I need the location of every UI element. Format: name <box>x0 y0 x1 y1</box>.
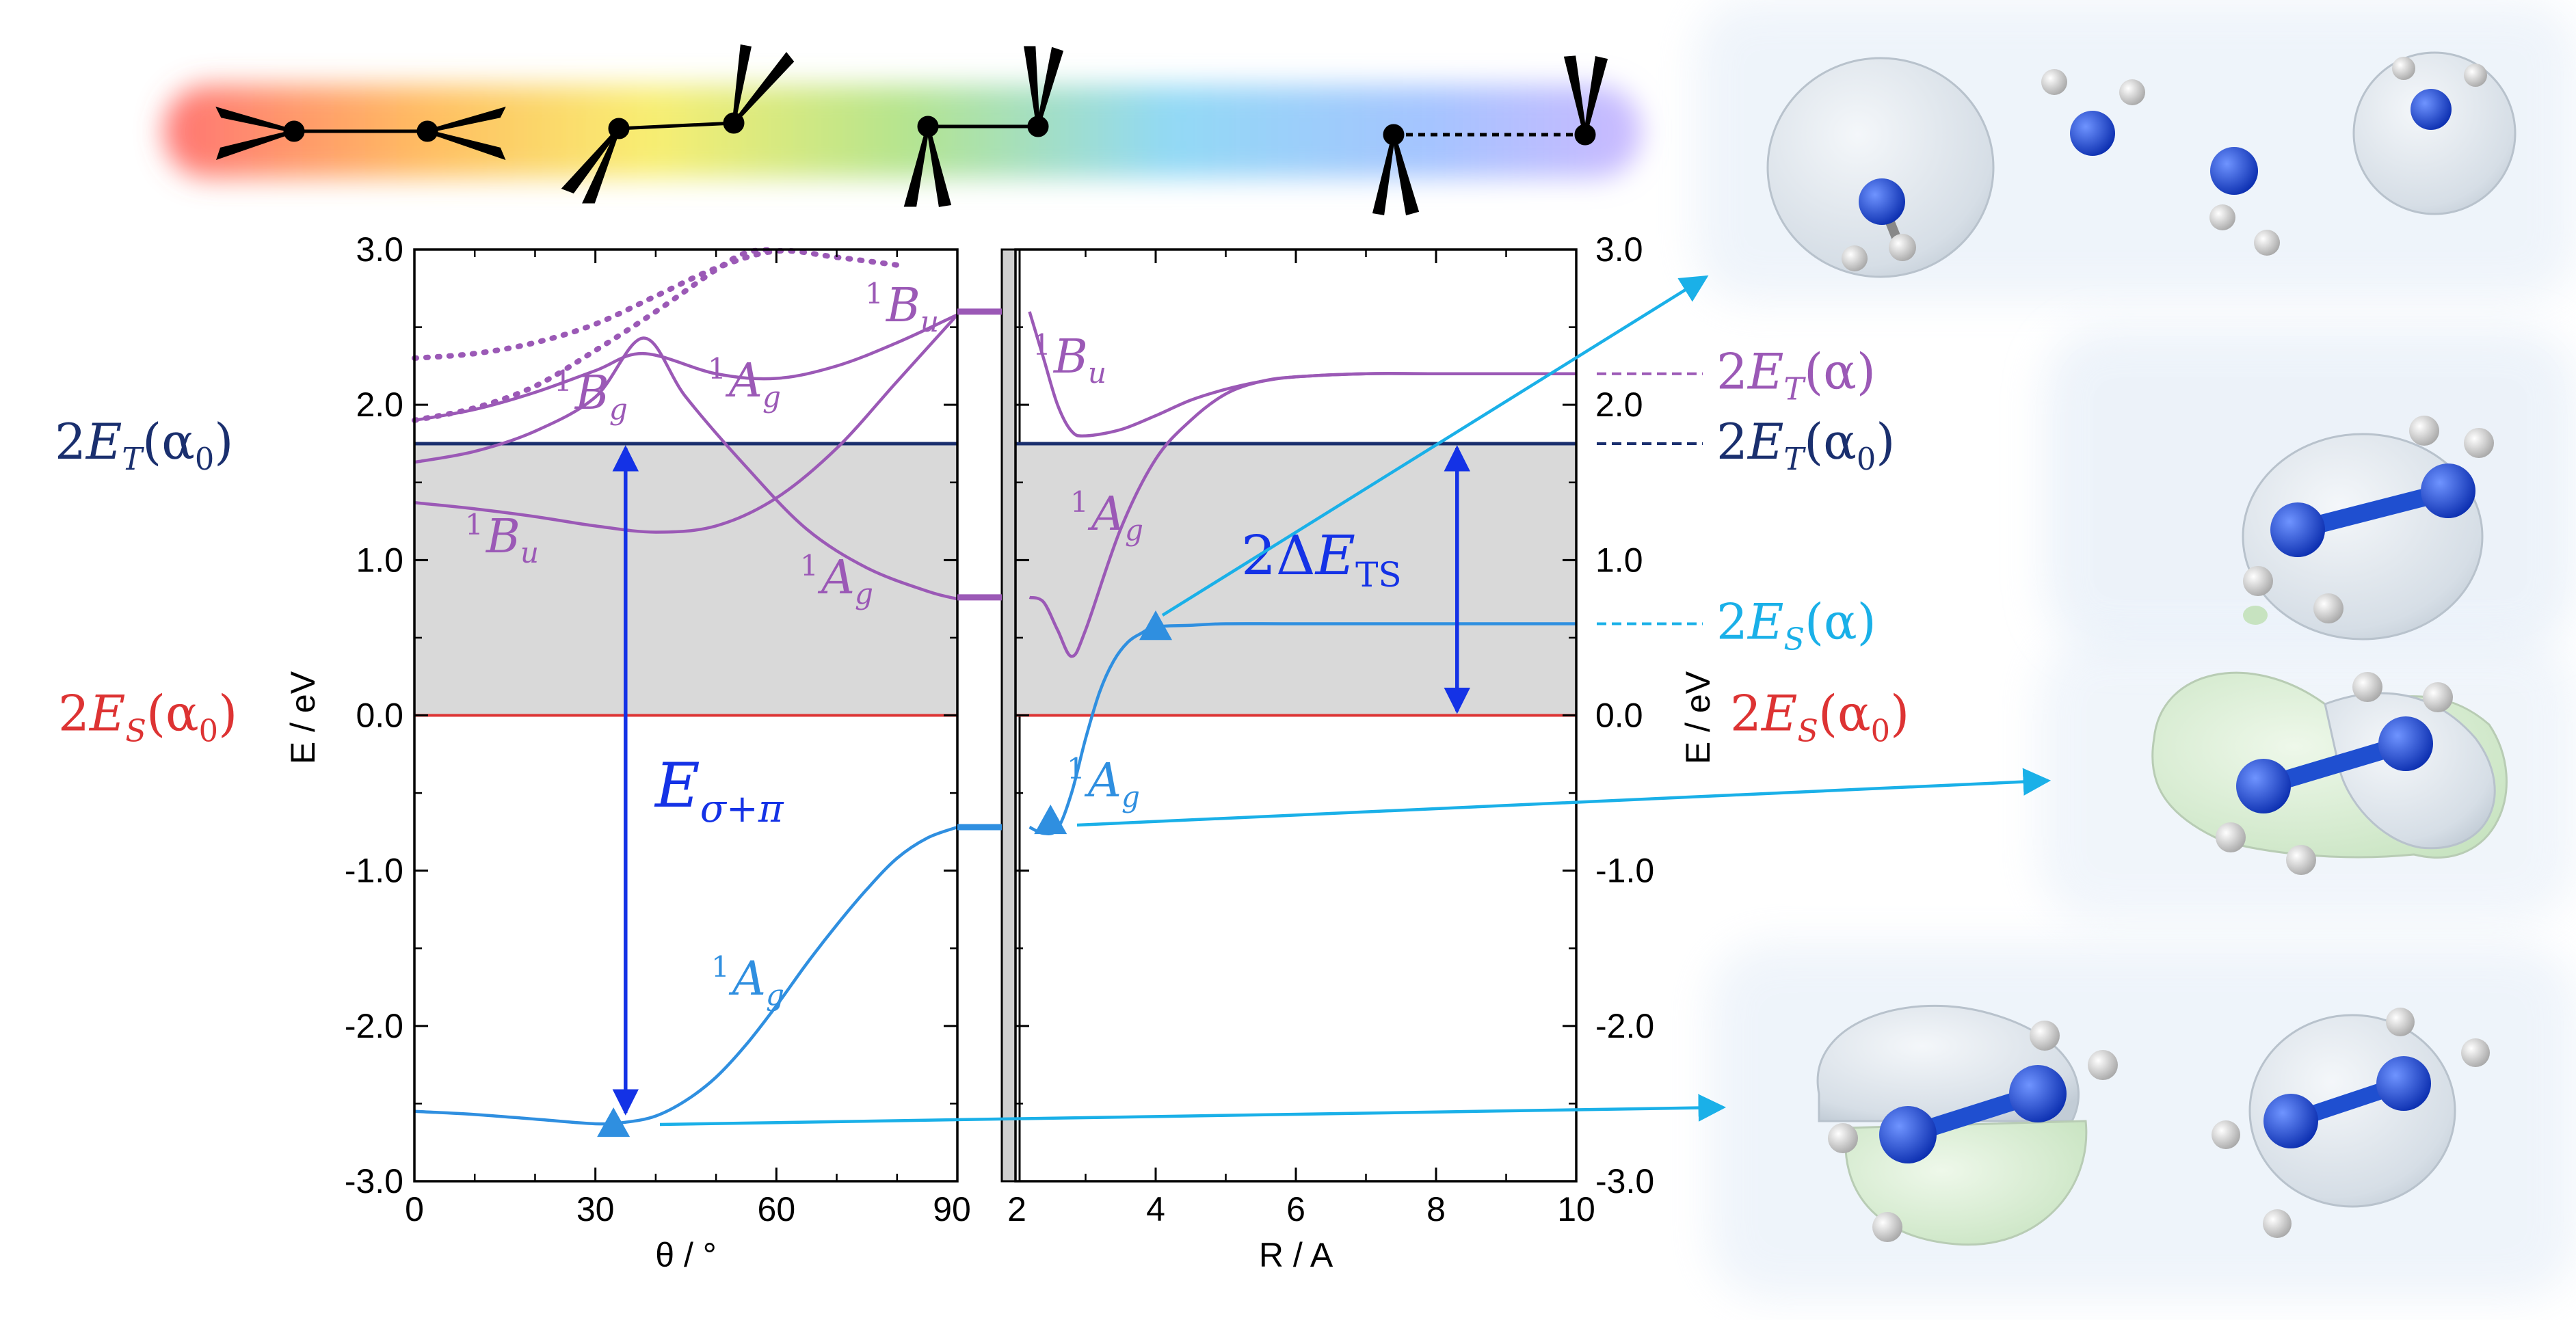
label-2ES-alpha: 2ES(α) <box>1716 593 1876 657</box>
state-label-1Ag-left-ground: 1Ag <box>711 950 784 1012</box>
x-tick-label: 6 <box>1286 1190 1305 1228</box>
geometry-planar <box>215 107 506 161</box>
orbital-perpendicular-triplet <box>2242 416 2494 641</box>
state-label-1Ag-left-lower: 1Ag <box>800 549 873 610</box>
y-tick-label: 1.0 <box>1595 541 1643 579</box>
y-tick-label: 3.0 <box>1595 230 1643 269</box>
series-line-4 <box>412 247 900 362</box>
x-tick-label: 4 <box>1146 1190 1165 1228</box>
y-tick-label: 2.0 <box>1595 386 1643 424</box>
left-chart-panel: 0 30 60 90 3.0 2.0 1.0 0.0 -1.0 -2.0 -3.0 θ / ° E / … <box>284 230 971 1274</box>
shaded-band <box>414 443 957 716</box>
state-label-1Bu-left: 1Bu <box>465 508 539 569</box>
geometry-perpendicular <box>903 46 1064 207</box>
x-tick-label: 90 <box>933 1190 971 1228</box>
y-tick-label: 3.0 <box>356 230 403 269</box>
geometry-banner <box>164 44 1641 216</box>
x-axis-label: θ / ° <box>655 1236 716 1274</box>
rainbow-band <box>164 85 1641 178</box>
label-2ET-alpha0-left: 2ET(α0) <box>55 413 233 477</box>
orbital-perpendicular-singlet <box>2151 671 2508 875</box>
geometry-twisted <box>561 44 795 204</box>
y-tick-label: 2.0 <box>356 386 403 424</box>
label-2ET-alpha: 2ET(α) <box>1716 343 1876 407</box>
series-line-2 <box>1028 622 1576 836</box>
x-tick-label: 10 <box>1557 1190 1595 1228</box>
x-axis-label: R / A <box>1259 1236 1333 1274</box>
state-label-1Bu-left-top: 1Bu <box>865 277 939 338</box>
series-line-5 <box>412 247 780 423</box>
y-tick-label: 0.0 <box>356 697 403 735</box>
marker-triangle-0 <box>1034 804 1067 835</box>
state-label-1Bu-right: 1Bu <box>1033 328 1106 390</box>
x-tick-label: 2 <box>1007 1190 1026 1228</box>
series-line-2 <box>414 313 958 422</box>
marker-triangle-0 <box>597 1107 630 1137</box>
orbital-panels <box>1696 0 2576 1299</box>
orbital-planar-pi <box>1816 1004 2490 1246</box>
geometry-dissociated <box>1372 55 1608 216</box>
state-label-1Ag-right: 1Ag <box>1070 485 1143 547</box>
label-2-delta-ETS: 2ΔETS <box>1241 524 1402 595</box>
label-2ES-alpha0-left: 2ES(α0) <box>58 685 237 749</box>
label-2ET-alpha0-right: 2ET(α0) <box>1716 413 1895 477</box>
label-E-sigma-pi: Eσ+π <box>654 750 784 831</box>
series-line-1 <box>414 336 958 601</box>
state-label-1Ag-right-ground: 1Ag <box>1067 752 1140 813</box>
y-tick-label: -3.0 <box>345 1162 403 1200</box>
state-label-1Ag-left-upper: 1Ag <box>708 352 781 414</box>
label-2ES-alpha0-right: 2ES(α0) <box>1730 685 1909 749</box>
x-tick-label: 30 <box>576 1190 615 1228</box>
y-tick-label: -1.0 <box>1595 852 1654 890</box>
state-label-1Bg: 1Bg <box>554 364 628 426</box>
y-tick-label: -1.0 <box>345 852 403 890</box>
marker-triangle-1 <box>1139 610 1172 641</box>
x-tick-label: 8 <box>1426 1190 1446 1228</box>
y-tick-label: -2.0 <box>345 1007 403 1045</box>
pointer-arrow-0 <box>1161 275 1709 617</box>
y-tick-label: 0.0 <box>1595 697 1643 735</box>
pointer-arrow-1 <box>1076 768 2051 827</box>
break-column <box>1000 248 1017 1183</box>
y-axis-label: E / eV <box>1679 671 1717 764</box>
y-tick-label: -3.0 <box>1595 1162 1654 1200</box>
axis-break <box>957 248 1021 1183</box>
y-tick-label: 1.0 <box>356 541 403 579</box>
x-tick-label: 60 <box>758 1190 796 1228</box>
y-axis-label: E / eV <box>284 671 322 764</box>
series-line-3 <box>414 313 959 534</box>
series-line-0 <box>414 825 958 1126</box>
right-chart-panel: 2 4 6 8 10 3.0 2.0 1.0 0.0 -1.0 -2.0 -3.0 R / A E / e… <box>1007 230 1717 1274</box>
chart-labels: 2ET(α0)2ES(α0)2ET(α)2ET(α0)2ES(α)2ES(α0)… <box>55 275 2051 1127</box>
orbital-dissociated-alpha <box>1766 51 2517 278</box>
series-line-1 <box>1028 372 1576 658</box>
x-tick-label: 0 <box>405 1190 424 1228</box>
y-tick-label: -2.0 <box>1595 1007 1654 1045</box>
pointer-arrow-2 <box>659 1094 1727 1127</box>
